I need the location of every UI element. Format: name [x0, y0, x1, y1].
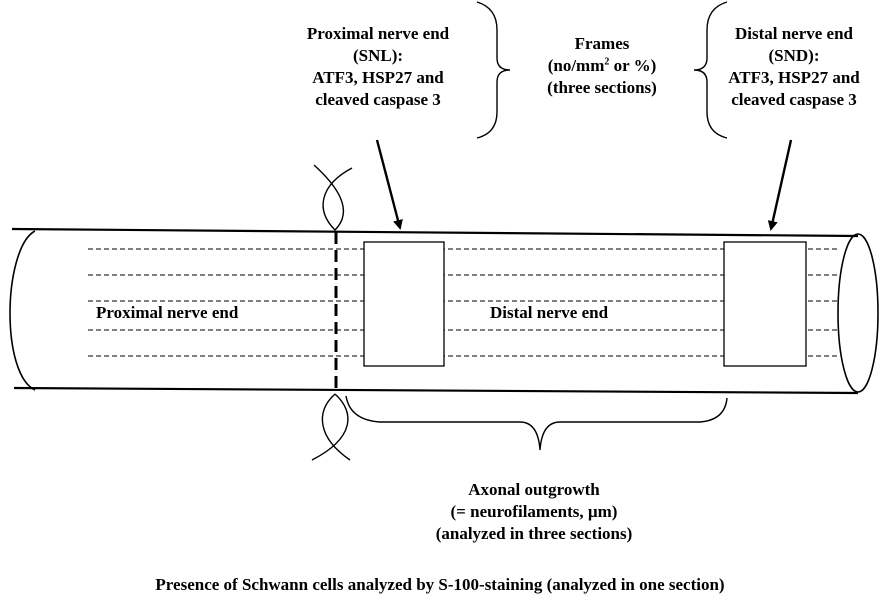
frames-unit-sup: 2	[604, 56, 610, 68]
axonal-line-3: (analyzed in three sections)	[435, 524, 633, 543]
arrow-to-proximal-frame	[375, 139, 403, 230]
proximal-top-line-1: Proximal nerve end	[306, 24, 450, 43]
arrow-to-distal-frame	[767, 139, 793, 231]
suture-loop-top	[313, 164, 353, 231]
frames-title: Frames	[574, 34, 630, 53]
distal-top-line-1: Distal nerve end	[734, 24, 854, 43]
proximal-top-line-3: ATF3, HSP27 and	[312, 68, 444, 87]
tube-top-edge	[11, 227, 859, 238]
brace-right	[693, 1, 728, 139]
proximal-inside-label: Proximal nerve end	[96, 303, 239, 322]
axonal-line-2: (= neurofilaments, µm)	[450, 502, 618, 521]
section-lines	[88, 248, 838, 357]
tube-bottom-edge	[13, 386, 859, 395]
brace-bottom	[345, 395, 728, 451]
frames-unit-prefix: (no/mm	[547, 56, 605, 75]
distal-inside-label: Distal nerve end	[490, 303, 609, 322]
frames-unit: (no/mm2 or %)	[510, 55, 694, 77]
proximal-top-label: Proximal nerve end (SNL): ATF3, HSP27 an…	[285, 23, 471, 111]
distal-frame	[723, 241, 807, 367]
axonal-line-1: Axonal outgrowth	[468, 480, 600, 499]
tube-left-end	[9, 230, 36, 391]
proximal-frame	[363, 241, 445, 367]
distal-top-line-4: cleaved caspase 3	[731, 90, 857, 109]
frames-label: Frames (no/mm2 or %) (three sections)	[510, 33, 694, 99]
nerve-tube	[9, 227, 879, 395]
brace-left	[476, 1, 511, 139]
suture-loop-bottom	[311, 393, 351, 461]
frames-unit-suffix: or %)	[609, 56, 657, 75]
caption: Presence of Schwann cells analyzed by S-…	[155, 575, 725, 594]
distal-top-line-3: ATF3, HSP27 and	[728, 68, 860, 87]
axonal-label: Axonal outgrowth (= neurofilaments, µm) …	[402, 479, 666, 545]
distal-top-label: Distal nerve end (SND): ATF3, HSP27 and …	[710, 23, 878, 111]
distal-top-line-2: (SND):	[768, 46, 820, 65]
frames-sections: (three sections)	[547, 78, 657, 97]
proximal-top-line-4: cleaved caspase 3	[315, 90, 441, 109]
proximal-top-line-2: (SNL):	[352, 46, 404, 65]
tube-right-end	[837, 233, 879, 393]
